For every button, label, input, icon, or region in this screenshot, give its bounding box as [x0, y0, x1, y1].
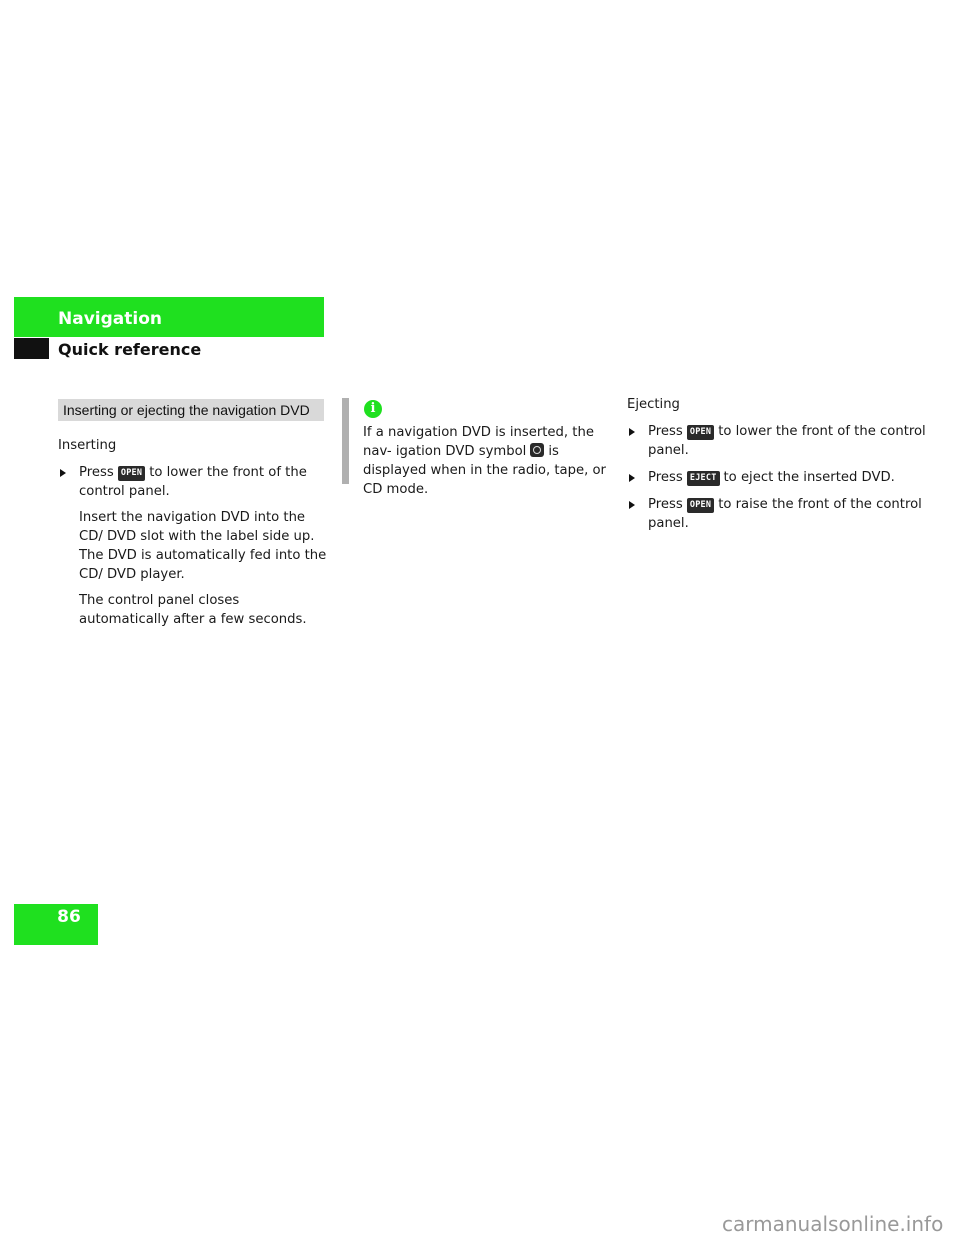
- bullet-arrow-icon: [629, 428, 635, 436]
- section-heading: Inserting or ejecting the navigation DVD: [58, 399, 324, 421]
- step-text: to eject the inserted DVD.: [723, 470, 895, 485]
- step-text: to lower the front of the control panel.: [79, 465, 307, 499]
- note-text: If a navigation DVD is inserted, the nav…: [363, 423, 613, 499]
- step-press: Press: [79, 465, 114, 480]
- dvd-symbol-icon: [530, 443, 545, 457]
- step-press: Press: [648, 470, 683, 485]
- ejecting-heading: Ejecting: [627, 397, 680, 412]
- note-text-after: is displayed when in the radio, tape, or…: [363, 444, 606, 497]
- open-key-icon: OPEN: [686, 498, 715, 513]
- note-text-before: If a navigation DVD is inserted, the nav…: [363, 425, 594, 459]
- inserting-paragraph-1: Insert the navigation DVD into the CD/ D…: [79, 510, 327, 582]
- header-bar: [14, 297, 324, 337]
- page-number: 86: [57, 907, 81, 927]
- info-icon: i: [364, 400, 382, 418]
- bullet-arrow-icon: [60, 469, 66, 477]
- inserting-paragraph-2: The control panel closes automatically a…: [79, 593, 307, 627]
- open-key-icon: OPEN: [117, 466, 146, 481]
- note-bar: [342, 398, 349, 484]
- step-text: to lower the front of the control panel.: [648, 424, 926, 458]
- chapter-title: Navigation: [58, 309, 162, 329]
- inserting-heading: Inserting: [58, 438, 117, 453]
- bullet-arrow-icon: [629, 474, 635, 482]
- step-press: Press: [648, 497, 683, 512]
- open-key-icon: OPEN: [686, 425, 715, 440]
- step-press: Press: [648, 424, 683, 439]
- eject-key-icon: EJECT: [686, 471, 720, 486]
- step-text: to raise the front of the control panel.: [648, 497, 922, 531]
- bullet-arrow-icon: [629, 501, 635, 509]
- subheader-marker: [14, 338, 49, 359]
- section-subtitle: Quick reference: [58, 340, 202, 359]
- watermark: carmanualsonline.info: [722, 1212, 944, 1236]
- page-number-box: [14, 904, 98, 945]
